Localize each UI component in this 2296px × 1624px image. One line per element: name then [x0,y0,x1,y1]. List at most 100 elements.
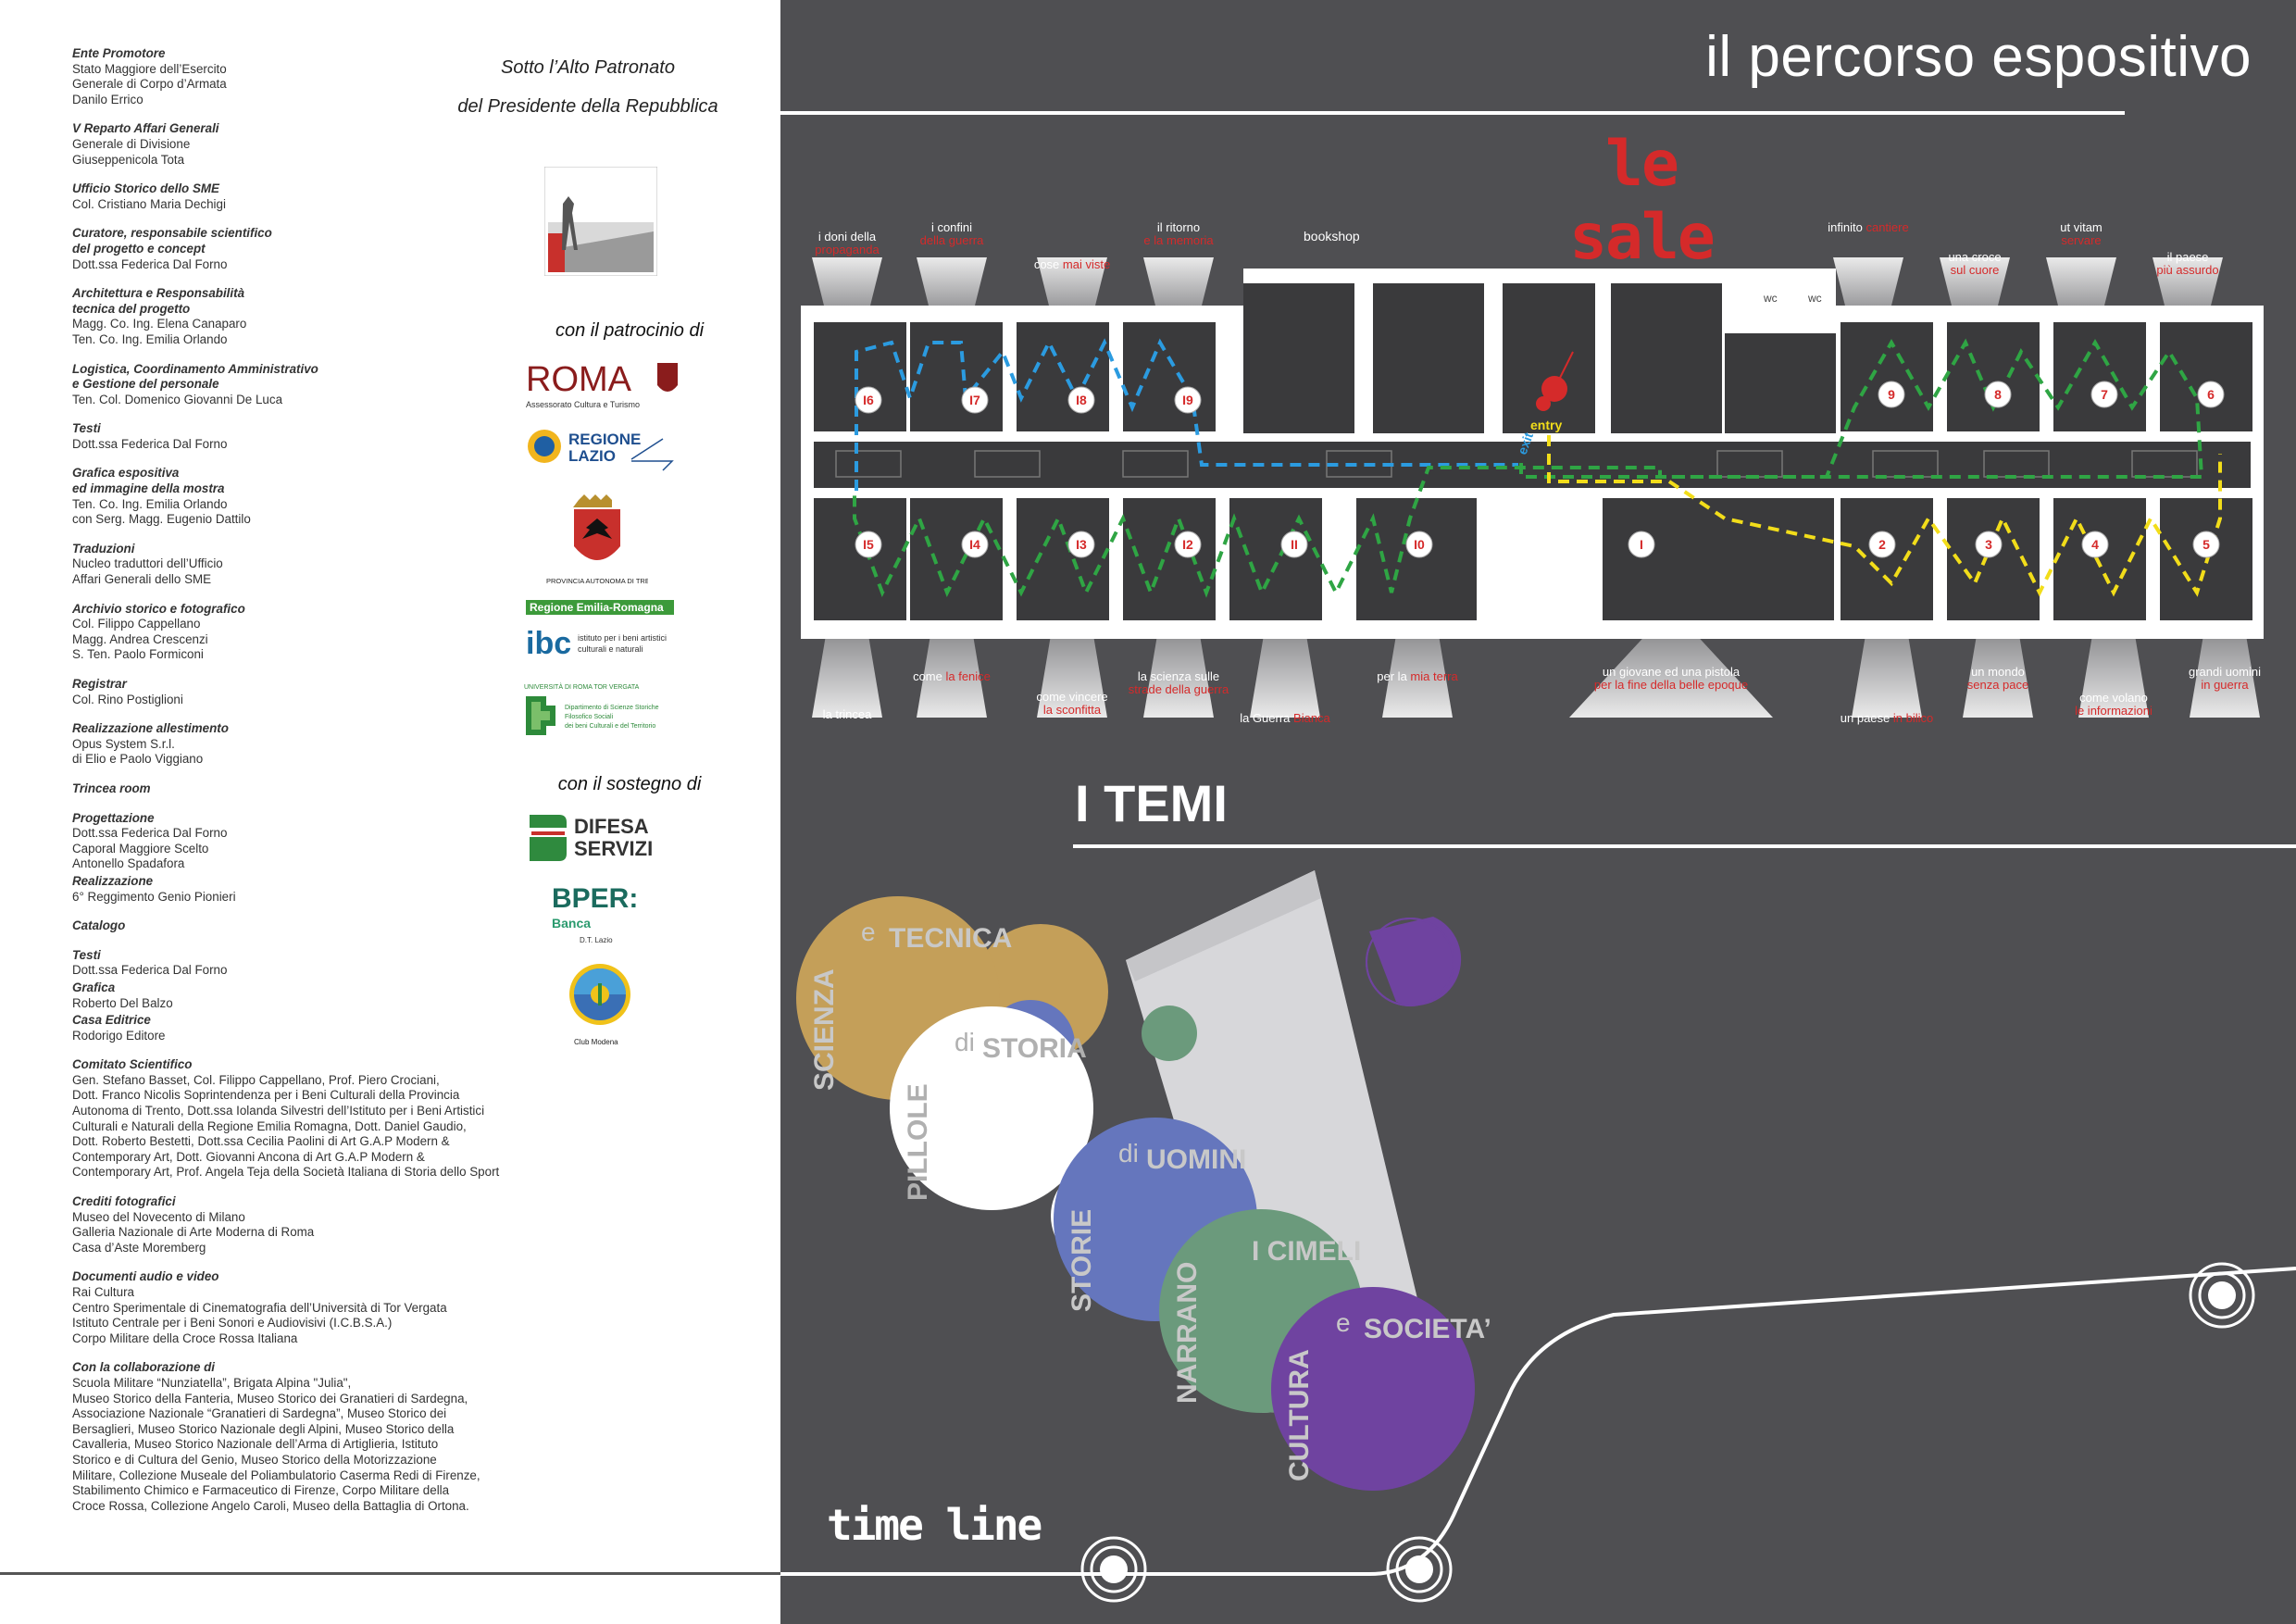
credit-line: Generale di Divisione [72,136,191,151]
title-rule [780,111,2125,115]
credit-line: Dott. Franco Nicolis Soprintendenza per … [72,1088,460,1103]
credit-line: Museo del Novecento di Milano [72,1209,245,1224]
room-marker[interactable]: 3 [1975,531,2003,558]
credit-line: Cavalleria, Museo Storico Nazionale dell… [72,1437,439,1452]
roma-sub: Assessorato Cultura e Turismo [526,400,640,409]
svg-text:le informazioni: le informazioni [2075,704,2152,718]
room-marker[interactable]: 4 [2081,531,2109,558]
trento-logo: PROVINCIA AUTONOMA DI TRENTO [546,494,648,585]
theme-word-c: UOMINI [1146,1144,1246,1175]
lazio-line2: LAZIO [568,447,616,465]
svg-text:il paese: il paese [2167,250,2209,264]
credit-title: Registrar [72,677,127,691]
credit-line: Casa d’Aste Moremberg [72,1240,206,1255]
timeline-station-3[interactable] [2189,1262,2255,1329]
credit-line: Stato Maggiore dell’Esercito [72,61,227,76]
credit-line: Bersaglieri, Museo Storico Nazionale deg… [72,1421,455,1436]
exit-label: exit [1515,431,1536,456]
room-marker[interactable]: I3 [1067,531,1095,558]
theme-word-a: CULTURA [1284,1349,1315,1481]
patronage-text: Sotto l’Alto Patronato del Presidente de… [457,57,718,117]
credit-line: Contemporary Art, Dott. Giovanni Ancona … [72,1149,425,1164]
room-marker[interactable]: 7 [2090,381,2118,408]
timeline-station-1[interactable] [1080,1536,1147,1603]
credit-line: Generale di Corpo d’Armata [72,77,227,92]
credit-title: Grafica espositiva ed immagine della mos… [72,466,225,496]
theme-word-b: di [1118,1139,1139,1168]
svg-text:una croce: una croce [1948,250,2001,264]
credit-line: Dott. Roberto Bestetti, Dott.ssa Cecilia… [72,1134,450,1149]
room-marker[interactable]: I8 [1067,386,1095,414]
roma-name: ROMA [526,360,632,399]
room-marker[interactable]: I [1628,531,1655,558]
svg-text:I7: I7 [969,393,980,407]
centenario-logo [544,167,657,276]
svg-text:per la mia terra: per la mia terra [1377,669,1458,683]
room-marker[interactable]: 2 [1868,531,1896,558]
room-marker[interactable]: 6 [2197,381,2225,408]
room-caption: la trincea [823,707,873,721]
credit-line: Affari Generali dello SME [72,572,212,587]
room-marker[interactable]: I7 [961,386,989,414]
difesa-line2: SERVIZI [574,837,653,860]
svg-text:I2: I2 [1182,537,1193,552]
room-marker[interactable]: I0 [1405,531,1433,558]
svg-text:infinito cantiere: infinito cantiere [1828,220,1908,234]
credit-line: Corpo Militare della Croce Rossa Italian… [72,1330,298,1345]
club-modena-text: Club Modena [574,1038,618,1046]
svg-text:I9: I9 [1182,393,1193,407]
bper-name: BPER: [552,883,638,914]
room-marker[interactable]: I2 [1174,531,1202,558]
theme-word-a: PILLOLE [903,1083,933,1201]
bper-sub: Banca [552,916,591,931]
credit-line: Galleria Nazionale di Arte Moderna di Ro… [72,1225,315,1240]
svg-text:grandi uomini: grandi uomini [2189,665,2261,679]
credit-title: Progettazione [72,810,155,825]
room-marker[interactable]: I5 [855,531,882,558]
credit-line: Istituto Centrale per i Beni Sonori e Au… [72,1316,393,1330]
credit-line: Col. Rino Postiglioni [72,692,183,706]
room-marker[interactable]: 8 [1984,381,2012,408]
room-marker[interactable]: 5 [2192,531,2220,558]
svg-text:I8: I8 [1076,393,1087,407]
svg-text:5: 5 [2202,537,2210,552]
credit-title: Ente Promotore [72,46,166,60]
torvergata-line1: Dipartimento di Scienze Storiche [565,705,659,711]
room-marker[interactable]: I6 [855,386,882,414]
room-marker[interactable]: II [1280,531,1308,558]
credit-title: Realizzazione allestimento [72,721,229,736]
credit-line: Militare, Collezione Museale del Poliamb… [72,1468,480,1482]
credit-line: Centro Sperimentale di Cinematografia de… [72,1300,447,1315]
svg-text:cose mai viste: cose mai viste [1034,257,1110,271]
credit-line: Dott.ssa Federica Dal Forno [72,436,228,451]
credit-group: Architettura e Responsabilità tecnica de… [72,286,554,347]
svg-text:sul cuore: sul cuore [1951,263,2000,277]
room-marker[interactable]: I4 [961,531,989,558]
credit-title: Documenti audio e video [72,1269,219,1284]
room-marker[interactable]: 9 [1878,381,1905,408]
svg-text:della guerra: della guerra [920,233,984,247]
theme-word-b: di [955,1028,975,1056]
timeline-station-2[interactable] [1386,1536,1453,1603]
temi-title: I TEMI [1075,774,1228,832]
credit-title: Trincea room [72,781,151,795]
svg-text:come la fenice: come la fenice [913,669,991,683]
room-marker[interactable]: I9 [1174,386,1202,414]
credit-title: Curatore, responsabile scientifico del p… [72,226,272,256]
difesa-line1: DIFESA [574,815,649,838]
credit-title: V Reparto Affari Generali [72,121,219,136]
main-title: il percorso espositivo [1705,25,2252,89]
trento-text: PROVINCIA AUTONOMA DI TRENTO [546,577,648,585]
theme-word-a: NARRANO [1172,1262,1203,1404]
credit-line: Dott.ssa Federica Dal Forno [72,256,228,271]
